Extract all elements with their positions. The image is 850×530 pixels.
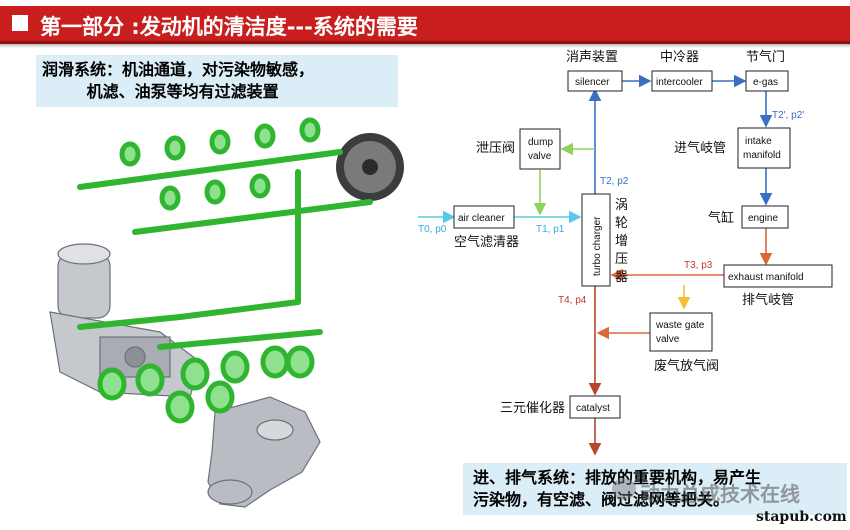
air-cleaner-box <box>453 205 515 229</box>
oil-journal-rings <box>97 117 321 424</box>
egas-label: e-gas <box>753 77 778 88</box>
exhaust-manifold-box <box>723 264 833 288</box>
footer-site: stapub.com <box>756 509 847 525</box>
catalyst-box <box>569 395 621 419</box>
title-bullet <box>12 15 28 31</box>
engine-box <box>741 205 789 229</box>
catalyst-cn-label: 三元催化器 <box>500 401 565 416</box>
egas-box <box>745 70 789 92</box>
intake-label-1: intake <box>745 136 772 147</box>
air-exhaust-flow-diagram: silencer intercooler e-gas intake manifo… <box>418 49 833 456</box>
aircleaner-label: air cleaner <box>458 213 505 224</box>
state-t1p1: T1, p1 <box>536 224 565 235</box>
oil-filter-illustration <box>49 243 201 398</box>
turbo-charger-box <box>581 193 611 287</box>
turbo-cn-3: 增 <box>615 234 628 249</box>
intake-label-2: manifold <box>743 150 781 161</box>
dump-label-1: dump <box>528 137 553 148</box>
turbo-cn-1: 涡 <box>615 198 628 213</box>
state-t2p2b: T2', p2' <box>772 110 804 121</box>
intake-exhaust-note: 进、排气系统：排放的重要机构，易产生 污染物，有空滤、阀过滤网等把关。 <box>463 463 847 515</box>
state-t2p2: T2, p2 <box>600 176 629 187</box>
state-t3p3: T3, p3 <box>684 260 713 271</box>
title-bar: 第一部分 :发动机的清洁度---系统的需要 <box>0 6 850 44</box>
silencer-label: silencer <box>575 77 610 88</box>
oil-pump-illustration <box>207 396 321 508</box>
turbo-cn-5: 器 <box>615 270 628 285</box>
cam-gear-illustration <box>336 133 404 201</box>
lubrication-note: 润滑系统：机油通道，对污染物敏感， 机滤、油泵等均有过滤装置 <box>36 55 398 107</box>
dump-valve-box <box>519 128 561 170</box>
engine-lubrication-illustration <box>49 117 404 508</box>
intake-cn-label: 进气岐管 <box>674 140 726 156</box>
catalyst-label: catalyst <box>576 403 610 414</box>
turbo-cn-4: 压 <box>615 252 628 267</box>
silencer-box <box>567 70 623 92</box>
waste-label-2: valve <box>656 334 680 345</box>
flow-arrows <box>418 74 773 456</box>
state-t4p4: T4, p4 <box>558 295 587 306</box>
intake-manifold-box <box>737 127 791 169</box>
dump-cn-label: 泄压阀 <box>476 141 515 156</box>
dump-label-2: valve <box>528 151 552 162</box>
turbo-cn-2: 轮 <box>615 216 628 231</box>
waste-cn-label: 废气放气阀 <box>654 358 719 374</box>
intercooler-box <box>651 70 713 92</box>
state-t0p0: T0, p0 <box>418 224 447 235</box>
oil-gallery-illustration <box>77 149 373 350</box>
engine-label: engine <box>748 213 778 224</box>
cylinder-cn-label: 气缸 <box>708 210 734 226</box>
aircleaner-cn-label: 空气滤清器 <box>454 234 519 250</box>
exhaust-label: exhaust manifold <box>728 272 804 283</box>
intercooler-label: intercooler <box>656 77 703 88</box>
intercooler-cn-label: 中冷器 <box>660 50 699 65</box>
page-title: 第一部分 :发动机的清洁度---系统的需要 <box>40 15 418 39</box>
exhaust-cn-label: 排气岐管 <box>742 292 794 308</box>
throttle-cn-label: 节气门 <box>746 49 785 65</box>
waste-label-1: waste gate <box>655 320 705 331</box>
turbo-label: turbo charger <box>592 216 603 276</box>
waste-gate-valve-box <box>649 312 713 352</box>
watermark-text: 动力总成技术在线 <box>640 482 800 506</box>
watermark-logo-icon <box>612 478 636 500</box>
silencer-cn-label: 消声装置 <box>566 50 618 65</box>
title-shadow <box>0 44 850 48</box>
